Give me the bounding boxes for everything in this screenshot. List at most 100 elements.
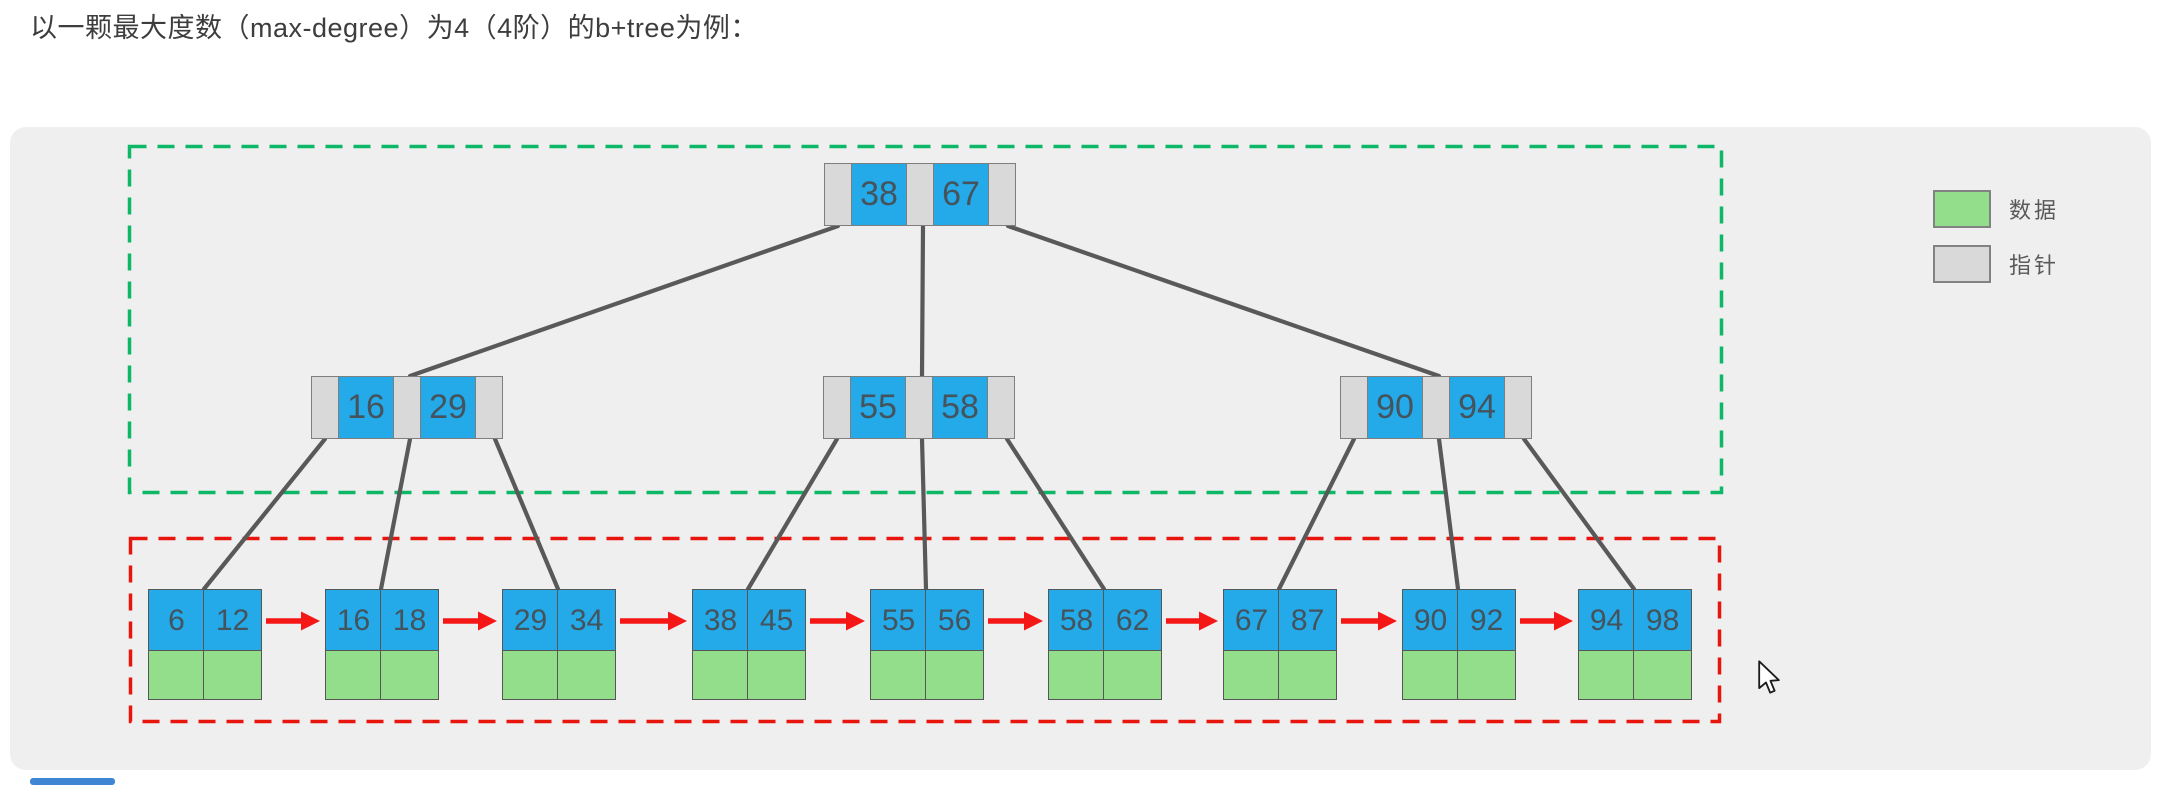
data-cell	[747, 650, 806, 700]
page-title: 以一颗最大度数（max-degree）为4（4阶）的b+tree为例：	[30, 13, 758, 43]
data-cell	[1278, 650, 1337, 700]
internal-node: 55 58	[823, 376, 1015, 439]
pointer-cell	[1422, 376, 1450, 439]
key-cell: 62	[1103, 589, 1162, 652]
internal-nodes-group-outline	[127, 144, 1724, 495]
data-cell	[148, 650, 205, 700]
key-cell: 67	[932, 163, 990, 226]
key-cell: 16	[325, 589, 382, 652]
leaf-link-arrowhead	[478, 611, 497, 631]
key-cell: 38	[850, 163, 908, 226]
data-cell	[692, 650, 749, 700]
key-cell: 16	[337, 376, 395, 439]
leaf-link-arrowhead	[846, 611, 865, 631]
key-cell: 6	[148, 589, 205, 652]
bottom-progress-bar	[30, 778, 115, 785]
key-cell: 90	[1366, 376, 1424, 439]
pointer-cell	[987, 376, 1015, 439]
tree-edge	[1004, 436, 1107, 592]
leaf-link-arrowhead	[1024, 611, 1043, 631]
data-cell	[925, 650, 984, 700]
key-cell: 92	[1457, 589, 1516, 652]
data-cell	[557, 650, 616, 700]
pointer-cell	[1340, 376, 1368, 439]
legend-pointer-label: 指针	[2009, 253, 2060, 278]
key-cell: 12	[203, 589, 262, 652]
data-cell	[1223, 650, 1280, 700]
data-cell	[1048, 650, 1105, 700]
pointer-cell	[823, 376, 851, 439]
tree-edge	[919, 436, 929, 592]
legend-item-pointer: 指针	[1933, 245, 2059, 283]
pointer-cell	[475, 376, 503, 439]
pointer-cell	[393, 376, 421, 439]
key-cell: 94	[1448, 376, 1506, 439]
key-cell: 67	[1223, 589, 1280, 652]
key-cell: 94	[1578, 589, 1635, 652]
legend-item-data: 数据	[1933, 190, 2059, 228]
tree-edge	[919, 223, 926, 379]
mouse-cursor	[1758, 660, 1780, 694]
data-cell	[502, 650, 559, 700]
key-cell: 87	[1278, 589, 1337, 652]
tree-edge	[745, 436, 840, 592]
key-cell: 58	[931, 376, 989, 439]
leaf-link-arrowhead	[1199, 611, 1218, 631]
root-node: 38 67	[824, 163, 1016, 226]
legend-data-swatch	[1933, 190, 1991, 228]
key-cell: 55	[870, 589, 927, 652]
data-cell	[1578, 650, 1635, 700]
data-cell	[203, 650, 262, 700]
pointer-cell	[311, 376, 339, 439]
data-cell	[870, 650, 927, 700]
key-cell: 56	[925, 589, 984, 652]
legend-data-label: 数据	[2009, 198, 2060, 223]
leaf-link-arrowhead	[301, 611, 320, 631]
tree-edge	[407, 223, 841, 379]
pointer-cell	[824, 163, 852, 226]
key-cell: 38	[692, 589, 749, 652]
pointer-cell	[906, 163, 934, 226]
data-cell	[1457, 650, 1516, 700]
tree-edge	[1521, 436, 1637, 592]
leaf-link-arrowhead	[1554, 611, 1573, 631]
pointer-cell	[1504, 376, 1532, 439]
pointer-cell	[905, 376, 933, 439]
pointer-cell	[988, 163, 1016, 226]
leaf-link-arrowhead	[668, 611, 687, 631]
data-cell	[1103, 650, 1162, 700]
legend-pointer-swatch	[1933, 245, 1991, 283]
key-cell: 29	[419, 376, 477, 439]
data-cell	[1402, 650, 1459, 700]
key-cell: 29	[502, 589, 559, 652]
data-cell	[1633, 650, 1692, 700]
tree-edge	[492, 436, 561, 592]
data-cell	[325, 650, 382, 700]
key-cell: 55	[849, 376, 907, 439]
key-cell: 34	[557, 589, 616, 652]
key-cell: 90	[1402, 589, 1459, 652]
key-cell: 18	[380, 589, 439, 652]
tree-edge	[1005, 223, 1442, 379]
tree-edge	[378, 436, 413, 592]
internal-node: 90 94	[1340, 376, 1532, 439]
leaf-link-arrowhead	[1378, 611, 1397, 631]
data-cell	[380, 650, 439, 700]
tree-edge	[201, 436, 328, 592]
key-cell: 58	[1048, 589, 1105, 652]
tree-edge	[1276, 436, 1357, 592]
key-cell: 98	[1633, 589, 1692, 652]
tree-edge	[1436, 436, 1461, 592]
